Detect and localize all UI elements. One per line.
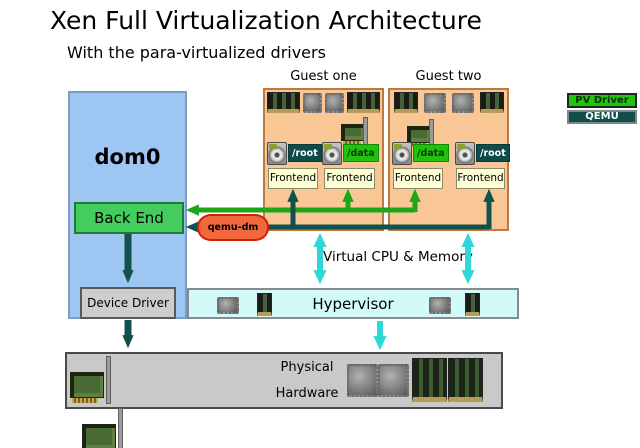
- hypervisor-label: Hypervisor: [312, 295, 394, 313]
- guest-two-hardware-row: [392, 92, 505, 113]
- network-card-icon: [82, 408, 126, 448]
- disk-group: /root: [455, 142, 510, 165]
- frontend-box: Frontend: [324, 168, 375, 189]
- hard-disk-icon: [455, 142, 475, 165]
- ram-icon: [347, 92, 380, 113]
- hard-disk-icon: [392, 142, 412, 165]
- ram-icon: [257, 293, 272, 316]
- back-end-box: Back End: [74, 202, 184, 234]
- network-card-icon: [70, 356, 114, 404]
- page-title: Xen Full Virtualization Architecture: [50, 6, 482, 35]
- disk-group: /data: [322, 142, 379, 165]
- ram-icon: [267, 92, 300, 113]
- mount-label: /data: [413, 144, 449, 162]
- frontend-box: Frontend: [268, 168, 318, 189]
- cpu-icon: [378, 364, 409, 397]
- ram-icon: [412, 358, 447, 402]
- ram-icon: [448, 358, 483, 402]
- physical-hardware-label-line1: Physical: [280, 360, 334, 375]
- physical-hardware-box: Physical Hardware: [65, 352, 503, 448]
- network-card-icon: [341, 117, 371, 145]
- disk-group: /data: [392, 142, 449, 165]
- ram-icon: [393, 92, 418, 113]
- hypervisor-box: Hypervisor: [187, 288, 519, 319]
- cpu-icon: [429, 297, 451, 314]
- legend-qemu: QEMU: [567, 110, 637, 124]
- hard-disk-icon: [267, 142, 287, 165]
- physical-hardware-label: Physical Hardware: [265, 360, 349, 412]
- guest-two-box: /data /root Frontend Frontend: [388, 88, 510, 231]
- mount-label: /data: [343, 144, 379, 162]
- mount-label: /root: [476, 144, 510, 162]
- disk-group: /root: [267, 142, 322, 165]
- dom0-label: dom0: [94, 145, 161, 169]
- cpu-icon: [325, 93, 345, 113]
- frontend-box: Frontend: [393, 168, 443, 189]
- guest-one-hardware-row: [267, 92, 380, 113]
- ram-icon: [479, 92, 504, 113]
- legend-pv-driver: PV Driver: [567, 93, 637, 108]
- frontend-box: Frontend: [456, 168, 505, 189]
- device-driver-box: Device Driver: [80, 287, 176, 319]
- ram-icon: [465, 293, 480, 316]
- guest-one-box: /root /data Frontend Frontend: [263, 88, 384, 231]
- virtual-cpu-memory-label: Virtual CPU & Memory: [323, 249, 473, 265]
- cpu-icon: [217, 297, 239, 314]
- mount-label: /root: [288, 144, 322, 162]
- guest-one-title: Guest one: [290, 69, 357, 84]
- cpu-icon: [347, 364, 378, 397]
- page-subtitle: With the para-virtualized drivers: [67, 43, 326, 62]
- guest-two-title: Guest two: [415, 69, 482, 84]
- hard-disk-icon: [322, 142, 342, 165]
- physical-hardware-label-line2: Hardware: [275, 386, 339, 401]
- qemu-dm-ellipse: qemu-dm: [197, 214, 269, 241]
- cpu-icon: [302, 93, 322, 113]
- cpu-icon: [451, 93, 474, 113]
- cpu-icon: [423, 93, 446, 113]
